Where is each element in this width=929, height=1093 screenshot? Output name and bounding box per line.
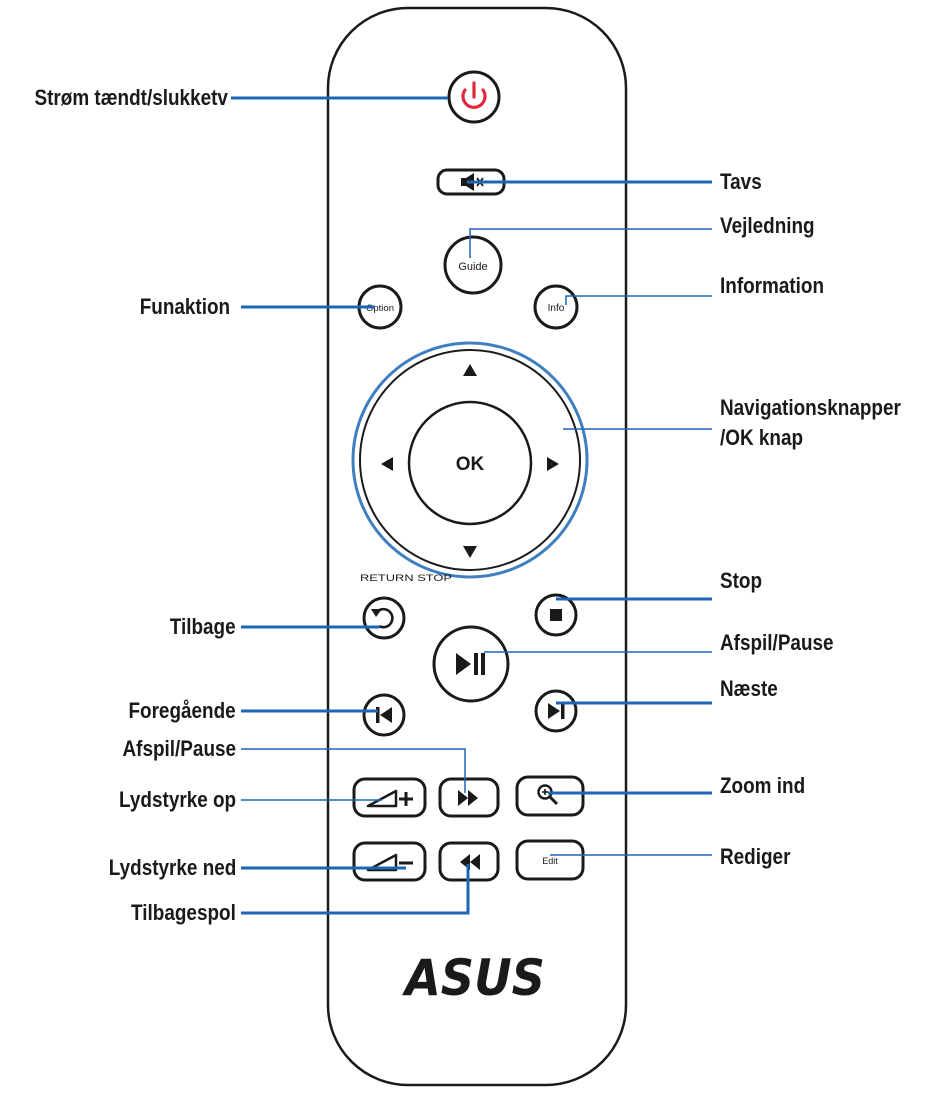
return-stop-label: RETURN STOP (360, 573, 452, 583)
up-arrow-icon[interactable] (463, 364, 477, 376)
right-arrow-icon[interactable] (547, 457, 559, 471)
callout-volume-down: Lydstyrke ned (108, 855, 236, 880)
fast-forward-icon (458, 790, 478, 806)
skip-back-icon (376, 707, 392, 723)
callout-zoom: Zoom ind (720, 773, 806, 798)
previous-button[interactable] (362, 693, 406, 737)
option-button[interactable]: Option (357, 284, 403, 330)
callout-info: Information (720, 273, 825, 298)
edit-button[interactable]: Edit (515, 839, 585, 881)
asus-logo: ASUS (401, 949, 545, 1007)
callout-next: Næste (720, 676, 778, 701)
callout-edit: Rediger (720, 844, 791, 869)
return-arrow-icon (371, 607, 394, 629)
power-icon (461, 81, 487, 109)
callout-power: Strøm tændt/slukketv (34, 85, 228, 110)
play-pause-icon (456, 653, 485, 675)
option-label: Option (366, 303, 394, 314)
down-arrow-icon[interactable] (463, 546, 477, 558)
fast-forward-button[interactable] (438, 777, 500, 818)
volume-down-button[interactable] (352, 841, 427, 882)
callout-nav-line2: /OK knap (720, 425, 804, 450)
zoom-in-button[interactable] (515, 775, 585, 817)
rewind-button[interactable] (438, 841, 500, 882)
play-pause-button[interactable] (432, 625, 510, 703)
callout-return: Tilbage (170, 614, 236, 639)
callout-stop: Stop (720, 568, 763, 593)
guide-leader (469, 228, 712, 258)
callout-mute: Tavs (720, 169, 762, 194)
stop-icon (550, 609, 562, 621)
callout-guide: Vejledning (720, 213, 815, 238)
leader-lines (231, 96, 712, 915)
volume-down-icon (366, 853, 413, 872)
rewind-leader (241, 864, 470, 915)
callout-rewind: Tilbagespol (131, 900, 236, 925)
info-leader (565, 295, 712, 305)
left-arrow-icon[interactable] (381, 457, 393, 471)
callout-fast-forward: Afspil/Pause (122, 736, 236, 761)
info-button[interactable]: Info (533, 284, 579, 330)
callout-volume-up: Lydstyrke op (118, 787, 236, 812)
ok-label: OK (456, 454, 485, 475)
ok-button[interactable]: OK (407, 400, 533, 526)
info-label: Info (548, 303, 565, 314)
skip-forward-icon (548, 703, 565, 719)
guide-button[interactable]: Guide (443, 235, 503, 295)
return-button[interactable] (362, 596, 406, 640)
callout-previous: Foregående (128, 698, 236, 723)
guide-label: Guide (458, 261, 487, 273)
callout-option: Funaktion (139, 294, 230, 319)
fast-forward-leader (241, 748, 466, 793)
callout-nav-line1: Navigationsknapper (720, 395, 901, 420)
edit-label: Edit (542, 856, 558, 866)
next-button[interactable] (534, 689, 578, 733)
callout-play-pause: Afspil/Pause (720, 630, 834, 655)
volume-up-icon (366, 789, 413, 808)
volume-up-button[interactable] (352, 777, 427, 818)
power-button[interactable] (447, 70, 501, 124)
stop-button[interactable] (534, 593, 578, 637)
